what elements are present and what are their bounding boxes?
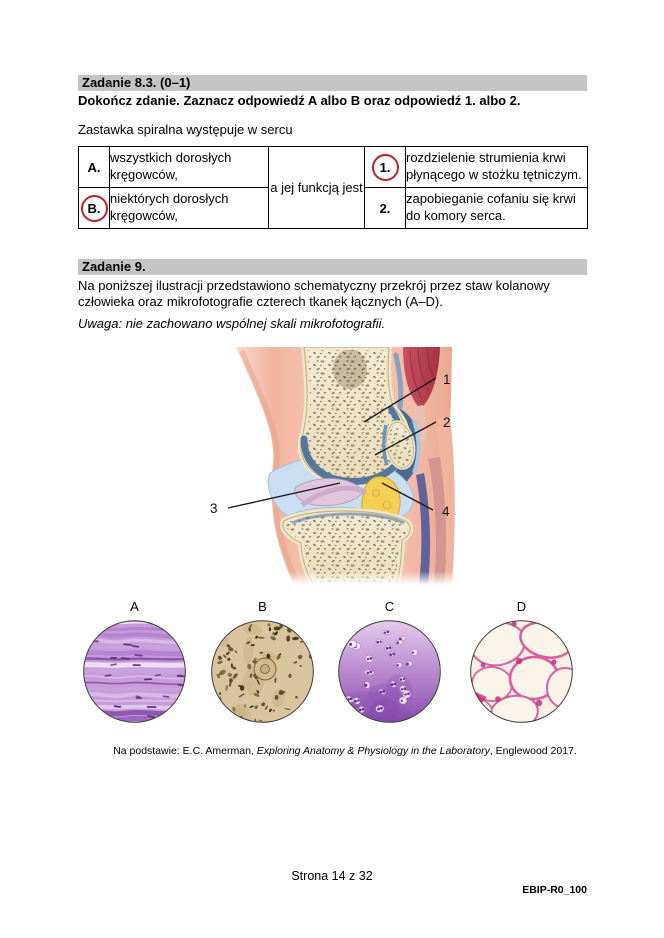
table-row: B. niektórych dorosłych kręgowców, 2. za… — [78, 187, 588, 229]
micrograph-c: C — [338, 600, 441, 723]
task-8-3-header: Zadanie 8.3. (0–1) — [78, 75, 587, 91]
diagram-label-4: 4 — [442, 504, 450, 519]
knee-joint-diagram: 1 2 3 4 — [200, 347, 470, 585]
diagram-label-2: 2 — [443, 415, 451, 430]
task-9-header: Zadanie 9. — [78, 259, 587, 275]
option-b-text: niektórych dorosłych kręgowców, — [109, 187, 269, 229]
table-middle-text: a jej funkcją jest — [268, 146, 365, 229]
ligament-strip — [416, 473, 431, 585]
task-8-3-stem: Zastawka spiralna występuje w sercu — [78, 122, 293, 137]
answer-table: A. wszystkich dorosłych kręgowców, a jej… — [78, 146, 588, 229]
micrograph-a-image — [83, 620, 186, 723]
task-9-note: Uwaga: nie zachowano wspólnej skali mikr… — [78, 316, 386, 331]
micrograph-b: B — [211, 600, 314, 723]
option-1-label: 1. — [371, 153, 399, 181]
option-2-text: zapobieganie cofaniu się krwi do komory … — [405, 187, 588, 229]
micrograph-c-label: C — [384, 599, 395, 614]
micrograph-b-label: B — [258, 599, 267, 614]
option-1-text: rozdzielenie strumienia krwi płynącego w… — [405, 146, 588, 188]
task-8-3-instruction: Dokończ zdanie. Zaznacz odpowiedź A albo… — [78, 93, 521, 108]
diagram-label-3: 3 — [210, 501, 218, 516]
citation-title: Exploring Anatomy & Physiology in the La… — [256, 745, 490, 757]
option-2-label: 2. — [379, 200, 391, 216]
citation-suffix: , Englewood 2017. — [489, 745, 577, 757]
table-row: A. wszystkich dorosłych kręgowców, a jej… — [78, 146, 588, 229]
micrograph-c-image — [338, 620, 441, 723]
citation-prefix: Na podstawie: E.C. Amerman, — [113, 745, 257, 757]
micrograph-b-image — [211, 620, 314, 723]
micrograph-a: A — [83, 600, 186, 723]
option-a-label: A. — [87, 159, 101, 175]
option-b-label: B. — [80, 194, 108, 222]
diagram-label-1: 1 — [443, 372, 451, 387]
meniscus — [294, 478, 368, 508]
task-9-paragraph: Na poniższej ilustracji przedstawiono sc… — [78, 278, 550, 309]
micrograph-d-image — [470, 620, 573, 723]
source-citation: Na podstawie: E.C. Amerman, Exploring An… — [78, 745, 586, 758]
page-number: Strona 14 z 32 — [291, 869, 373, 883]
tibia-bone — [283, 511, 410, 585]
micrograph-d: D — [470, 600, 573, 723]
micrograph-d-label: D — [516, 599, 527, 614]
option-a-text: wszystkich dorosłych kręgowców, — [109, 146, 269, 188]
leader-lines — [227, 377, 437, 511]
micrograph-a-label: A — [130, 599, 139, 614]
document-code: EBIP-R0_100 — [522, 884, 587, 896]
femur-bone — [301, 347, 408, 484]
